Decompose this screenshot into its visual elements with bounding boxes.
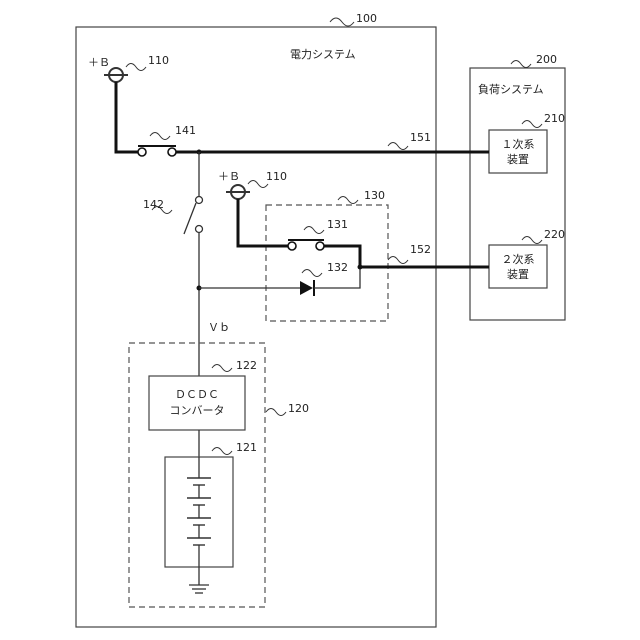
load-system-box: [470, 68, 565, 320]
battery-top-ref: 110: [148, 54, 169, 67]
load-system-label: 負荷システム: [478, 83, 544, 96]
battery-top-leader: [126, 64, 146, 71]
storage-leader: [212, 448, 232, 455]
vb-label: Ｖｂ: [208, 321, 230, 334]
ground-symbol: [189, 567, 209, 593]
relay-131: [288, 240, 324, 250]
secondary-device-label-1: ２次系: [502, 252, 535, 266]
load-system-ref: 200: [536, 53, 557, 66]
secondary-device-ref: 220: [544, 228, 565, 241]
primary-device-label-2: 装置: [507, 153, 529, 166]
relay-141: [138, 146, 176, 156]
power-system-label: 電力システム: [290, 48, 356, 61]
module-130-ref: 130: [364, 189, 385, 202]
secondary-device-leader: [522, 237, 542, 244]
relay-141-leader: [150, 133, 170, 140]
primary-device-label-1: １次系: [502, 137, 535, 151]
diode-132: [300, 281, 313, 295]
wire-151-ref: 151: [410, 131, 431, 144]
battery-mid-leader: [248, 181, 268, 188]
storage-ref: 121: [236, 441, 257, 454]
converter-label-1: ＤＣＤＣ: [175, 388, 219, 401]
wire-152-leader: [388, 257, 408, 264]
battery-mid-ref: 110: [266, 170, 287, 183]
wire-152-ref: 152: [410, 243, 431, 256]
module-120-leader: [266, 409, 286, 416]
secondary-device-box: [489, 245, 547, 288]
relay-131-leader: [304, 227, 324, 234]
load-system-leader: [511, 61, 531, 68]
module-120-ref: 120: [288, 402, 309, 415]
relay-141-ref: 141: [175, 124, 196, 137]
converter-ref: 122: [236, 359, 257, 372]
power-system-leader: [330, 18, 354, 26]
converter-label-2: コンバータ: [170, 404, 225, 417]
power-system-box: [76, 27, 436, 627]
switch-142-blade: [184, 203, 196, 234]
battery-cells: [187, 457, 211, 567]
switch-142-ref: 142: [143, 198, 164, 211]
primary-device-box: [489, 130, 547, 173]
power-system-ref: 100: [356, 12, 377, 25]
relay-131-ref: 131: [327, 218, 348, 231]
switch-142-top-contact: [196, 197, 203, 204]
primary-device-ref: 210: [544, 112, 565, 125]
converter-box: [149, 376, 245, 430]
primary-device-leader: [522, 121, 542, 128]
battery-mid-label: ＋Ｂ: [218, 170, 240, 183]
diode-132-leader: [302, 270, 322, 277]
wire-151-leader: [388, 143, 408, 150]
battery-top-label: ＋Ｂ: [88, 56, 110, 69]
switch-142-bottom-contact: [196, 226, 203, 233]
converter-leader: [212, 365, 232, 372]
wire-battery-to-relay-141: [116, 82, 138, 152]
wire-battery-to-relay-131: [238, 199, 288, 246]
secondary-device-label-2: 装置: [507, 268, 529, 281]
module-130-leader: [338, 197, 358, 204]
diode-132-ref: 132: [327, 261, 348, 274]
